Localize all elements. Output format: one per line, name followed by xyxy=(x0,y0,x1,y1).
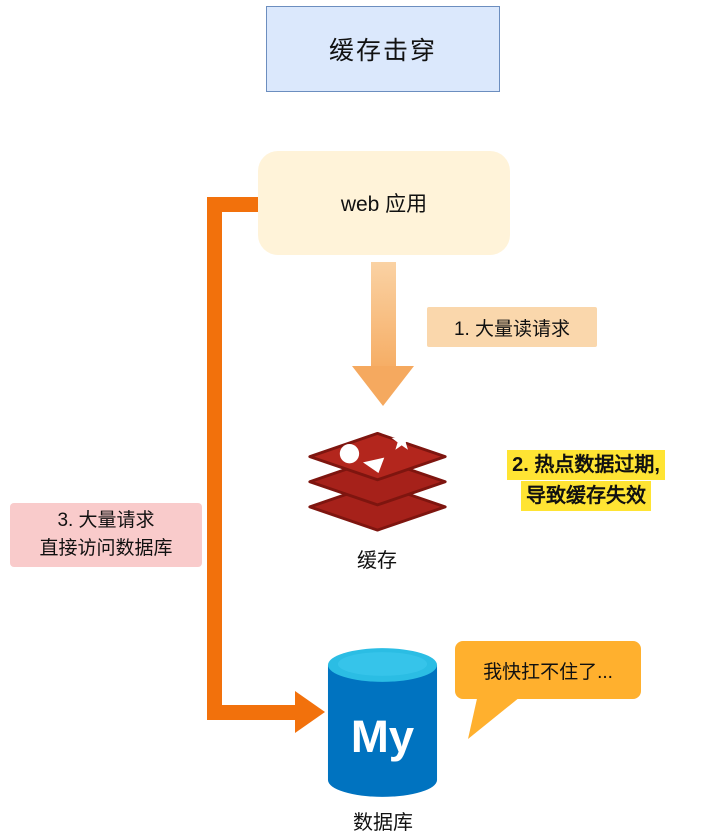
step3-annotation: 3. 大量请求 直接访问数据库 xyxy=(10,503,202,567)
down-arrow-shaft xyxy=(371,262,396,366)
step3-line2: 直接访问数据库 xyxy=(39,538,173,559)
mysql-logo-text: My xyxy=(351,711,415,762)
mysql-database-icon: My xyxy=(325,645,440,807)
redis-logo-svg xyxy=(308,430,447,532)
speech-bubble-text: 我快扛不住了... xyxy=(483,661,613,683)
redis-cache-icon xyxy=(305,412,450,541)
elbow-arrow-head-icon xyxy=(295,691,325,733)
step2-line2: 导致缓存失效 xyxy=(521,481,651,511)
step1-text: 1. 大量读请求 xyxy=(453,318,571,340)
web-app-node: web 应用 xyxy=(258,151,510,255)
step2-annotation: 2. 热点数据过期, 导致缓存失效 xyxy=(472,450,700,511)
web-app-label: web 应用 xyxy=(340,193,428,216)
step2-line1: 2. 热点数据过期, xyxy=(507,450,665,480)
speech-bubble: 我快扛不住了... xyxy=(455,641,641,699)
step1-annotation: 1. 大量读请求 xyxy=(427,307,597,347)
diagram-title: 缓存击穿 xyxy=(266,6,500,92)
step3-line1: 3. 大量请求 xyxy=(57,510,155,531)
elbow-arrow-vertical xyxy=(207,197,222,720)
elbow-arrow-horizontal xyxy=(207,705,295,720)
down-arrow-head-icon xyxy=(352,366,414,406)
speech-bubble-tail xyxy=(468,697,520,739)
database-node-label: 数据库 xyxy=(353,812,413,834)
cache-node-label: 缓存 xyxy=(357,550,397,572)
diagram-title-text: 缓存击穿 xyxy=(328,37,437,65)
mysql-logo-svg: My xyxy=(327,648,438,797)
